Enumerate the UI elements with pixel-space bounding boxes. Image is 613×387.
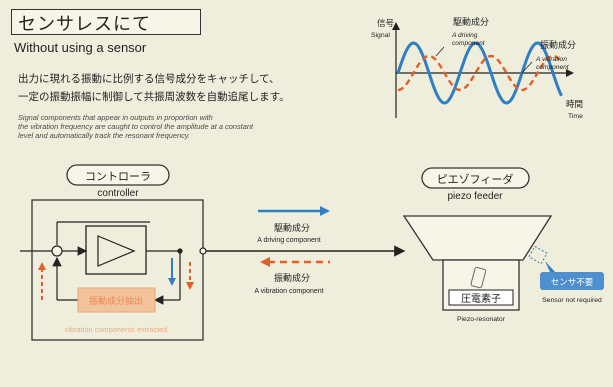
vibration-label-en-1: A vibration <box>535 56 567 63</box>
piezo-element-label-jp: 圧電素子 <box>461 292 501 305</box>
title-en: Without using a sensor <box>14 40 147 55</box>
feeder-label-en: piezo feeder <box>447 191 503 202</box>
x-axis-arrow-icon <box>566 69 574 77</box>
title-jp: センサレスにて <box>18 14 151 35</box>
description-en-line-1: Signal components that appear in outputs… <box>18 113 213 122</box>
controller-label-jp: コントローラ <box>85 170 151 183</box>
vibration-component-wave <box>397 54 563 92</box>
y-label-en: Signal <box>371 32 390 39</box>
driving-callout-line <box>435 46 445 57</box>
controller-label-pill <box>66 164 170 186</box>
vibration-callout-line <box>521 61 533 74</box>
vibration-flow-label-en: A vibration component <box>254 288 323 295</box>
description-en-line-2: the vibration frequency are caught to co… <box>18 122 254 131</box>
driving-down-arrow-head-icon <box>168 278 176 286</box>
vibration-label-en-2: component <box>536 64 570 71</box>
driving-flow-label-en: A driving component <box>257 237 320 244</box>
controller-box <box>31 199 204 341</box>
driving-label-jp: 駆動成分 <box>453 16 489 28</box>
piezo-element-box <box>448 289 514 306</box>
extractor-label-en: vibration components extracted <box>65 325 168 334</box>
driving-flow-label-jp: 駆動成分 <box>274 222 310 234</box>
sensor-badge <box>540 272 604 290</box>
driving-label-en-2: component <box>452 40 486 47</box>
feeder-hopper <box>402 215 553 261</box>
vibration-flow-label-jp: 振動成分 <box>274 272 310 284</box>
piezo-element-label-en: Piezo-resonator <box>457 316 506 323</box>
output-terminal <box>199 247 207 255</box>
waveform-graph <box>392 22 574 118</box>
feeder-label-pill <box>421 167 530 189</box>
extractor-box <box>77 287 156 313</box>
vibration-up-arrow-left-head-icon <box>38 262 46 270</box>
description-en-line-3: level and automatically track the resona… <box>18 131 190 140</box>
sensor-pointer-icon <box>545 261 555 272</box>
sensor-placeholder <box>528 245 548 265</box>
sensor-not-required-label: Sensor not required <box>542 297 602 304</box>
amplifier-icon <box>97 235 136 267</box>
driving-flow-arrow-head-icon <box>320 206 330 216</box>
piezo-element-icon <box>470 266 487 289</box>
sensor-badge-label: センサ不要 <box>551 278 594 288</box>
driving-component-wave <box>396 41 563 105</box>
vibration-down-arrow-head-icon <box>186 282 194 290</box>
title-box <box>11 9 201 35</box>
y-label-jp: 信号 <box>377 18 394 29</box>
summing-junction <box>51 245 63 257</box>
driving-label-en-1: A driving <box>451 32 478 39</box>
description-jp-line-2: 一定の振動振幅に制御して共振周波数を自動追尾します。 <box>18 91 290 103</box>
vibration-label-jp: 振動成分 <box>540 39 576 51</box>
vibration-flow-arrow-head-icon <box>260 257 270 267</box>
y-axis-arrow-icon <box>392 22 400 30</box>
amplifier-box <box>85 225 147 275</box>
x-label-jp: 時間 <box>566 100 583 110</box>
x-label-en: Time <box>568 113 583 120</box>
description-jp-line-1: 出力に現れる振動に比例する信号成分をキャッチして、 <box>18 73 280 85</box>
feeder-label-jp: ピエゾフィーダ <box>437 172 514 186</box>
controller-label-en: controller <box>97 188 139 199</box>
extractor-label-jp: 振動成分抽出 <box>89 295 143 307</box>
